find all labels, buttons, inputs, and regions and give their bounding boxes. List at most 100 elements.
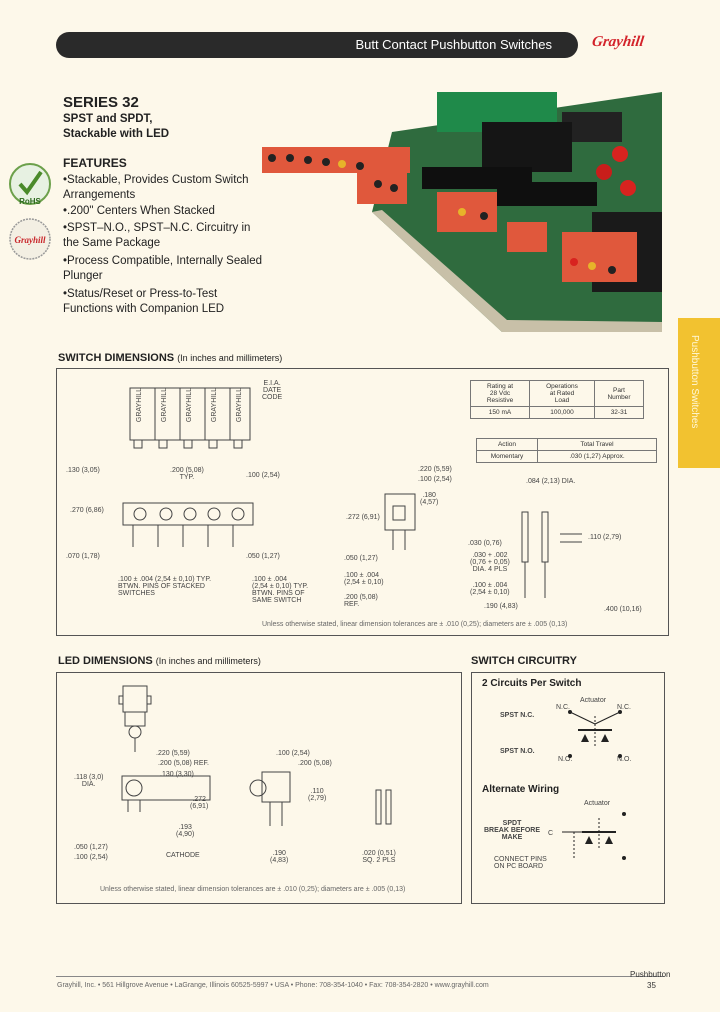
dim-label: .400 (10,16)	[604, 606, 642, 613]
dim-label: .070 (1,78)	[66, 553, 100, 560]
dim-label: .270 (6,86)	[70, 507, 104, 514]
dim-label: .050 (1,27)	[344, 555, 378, 562]
dim-label: .100 (2,54)	[74, 854, 108, 861]
dim-label: .100 (2,54)	[246, 472, 280, 479]
cathode-label: CATHODE	[166, 852, 200, 859]
contact-icon	[581, 734, 589, 742]
section-tab	[678, 318, 720, 468]
table-cell: Momentary	[476, 450, 538, 463]
led-dimensions-box	[56, 672, 462, 904]
led-side-view	[248, 768, 296, 828]
nc-label: N.C.	[617, 704, 631, 711]
actuator-label: Actuator	[580, 697, 607, 704]
footer-section: Pushbutton	[630, 970, 671, 979]
custom-badge: Grayhill	[8, 214, 52, 264]
dim-label: .200 (5,08) TYP.	[170, 467, 204, 481]
switch-circuitry-title: SWITCH CIRCUITRY	[471, 655, 577, 667]
feature-item: •.200" Centers When Stacked	[63, 205, 215, 217]
rohs-badge: RoHS	[8, 162, 52, 208]
switch-tolerance-note: Unless otherwise stated, linear dimensio…	[262, 621, 568, 628]
spst-nc-label: SPST N.C.	[500, 712, 535, 719]
contact-icon	[601, 734, 609, 742]
table-header: Total Travel	[537, 438, 657, 451]
dim-label: .272 (6,91)	[190, 796, 209, 810]
section-tab-label: Pushbutton Switches	[689, 335, 700, 429]
led-dimensions-title: LED DIMENSIONS (In inches and millimeter…	[58, 655, 261, 667]
page-number: 35	[647, 981, 656, 990]
switch-front-view	[125, 380, 265, 450]
circuit-diagram-2	[554, 806, 644, 866]
travel-table: Action Total Travel Momentary .030 (1,27…	[476, 438, 657, 463]
led-pin-view	[372, 788, 396, 828]
dim-label: .180 (4,57)	[420, 492, 439, 506]
table-header: Operations at Rated Load	[529, 380, 595, 407]
dim-label: .200 (5,08)	[298, 760, 332, 767]
dim-label: .050 (1,27)	[246, 553, 280, 560]
dim-label: .110 (2,79)	[308, 788, 327, 802]
dim-label: .100 ± .004 (2,54 ± 0,10)	[344, 572, 384, 586]
body-label: GRAYHILL	[136, 388, 143, 423]
dim-label: .220 (5,59)	[418, 466, 452, 473]
rohs-label: RoHS	[19, 197, 41, 206]
connect-pins-label: CONNECT PINS ON PC BOARD	[494, 856, 547, 870]
body-label: GRAYHILL	[211, 388, 218, 423]
series-title: SERIES 32	[63, 94, 139, 111]
dim-label: .100 (2,54)	[418, 476, 452, 483]
table-cell: .030 (1,27) Approx.	[537, 450, 657, 463]
nc-label: N.C.	[556, 704, 570, 711]
eia-label: E.I.A. DATE CODE	[262, 380, 283, 401]
alternate-wiring-title: Alternate Wiring	[482, 784, 560, 795]
dim-label: .193 (4,90)	[176, 824, 195, 838]
dim-label: .118 (3,0) DIA.	[74, 774, 104, 788]
header-bar: Butt Contact Pushbutton Switches	[56, 32, 578, 58]
dim-label: .100 ± .004 (2,54 ± 0,10) TYP. BTWN. PIN…	[252, 576, 309, 604]
circuitry-subtitle: 2 Circuits Per Switch	[482, 678, 582, 689]
features-heading: FEATURES	[63, 156, 127, 170]
dim-label: .110 (2,79)	[588, 534, 622, 541]
actuator-label: Actuator	[584, 800, 611, 807]
table-header: Rating at 28 Vdc Resistive	[470, 380, 530, 407]
dim-label: .100 ± .004 (2,54 ± 0,10)	[470, 582, 510, 596]
table-header: Part Number	[594, 380, 644, 407]
switch-circuitry-box	[471, 672, 665, 904]
spdt-label: SPDT BREAK BEFORE MAKE	[484, 820, 541, 841]
page-title: Butt Contact Pushbutton Switches	[355, 37, 552, 52]
dim-label: .084 (2,13) DIA.	[526, 478, 576, 485]
table-cell: 150 mA	[470, 406, 530, 419]
led-tolerance-note: Unless otherwise stated, linear dimensio…	[100, 886, 406, 893]
dim-label: .050 (1,27)	[74, 844, 108, 851]
dim-label: .100 (2,54)	[276, 750, 310, 757]
feature-item: •Process Compatible, Internally Sealed P…	[63, 255, 262, 282]
dim-label: .030 + .002 (0,76 + 0,05) DIA. 4 PLS	[470, 552, 510, 573]
dim-label: .020 (0,51) SQ. 2 PLS	[362, 850, 396, 864]
spst-no-label: SPST N.O.	[500, 748, 535, 755]
body-label: GRAYHILL	[186, 388, 193, 423]
switch-dimensions-box	[56, 368, 669, 636]
dim-label: .190 (4,83)	[484, 603, 518, 610]
dim-label: .272 (6,91)	[346, 514, 380, 521]
dim-label: .100 ± .004 (2,54 ± 0,10) TYP. BTWN. PIN…	[118, 576, 212, 597]
dim-label: .190 (4,83)	[270, 850, 289, 864]
led-top-view	[115, 684, 155, 754]
switch-side-view	[118, 495, 258, 555]
series-subtitle-1: SPST and SPDT,	[63, 113, 153, 125]
table-cell: 32-31	[594, 406, 644, 419]
switch-profile-view	[512, 498, 602, 602]
led-front-view	[116, 770, 216, 815]
feature-item: •SPST–N.O., SPST–N.C. Circuitry in the S…	[63, 222, 251, 249]
switch-dimensions-title: SWITCH DIMENSIONS (In inches and millime…	[58, 352, 283, 364]
custom-badge-label: Grayhill	[14, 235, 46, 245]
table-header: Action	[476, 438, 538, 451]
grayhill-logo: Grayhill	[590, 34, 645, 50]
body-label: GRAYHILL	[161, 388, 168, 423]
rating-table: Rating at 28 Vdc Resistive Operations at…	[470, 380, 644, 419]
product-photo	[262, 92, 662, 332]
footer-address: Grayhill, Inc. • 561 Hillgrove Avenue • …	[57, 982, 489, 989]
check-icon	[18, 170, 43, 196]
no-label: N.O.	[558, 756, 573, 763]
footer-rule	[56, 976, 664, 977]
dim-label: .130 (3,30)	[160, 771, 194, 778]
table-cell: 100,000	[529, 406, 595, 419]
contact-icon	[605, 836, 613, 844]
dim-label: .030 (0,76)	[468, 540, 502, 547]
